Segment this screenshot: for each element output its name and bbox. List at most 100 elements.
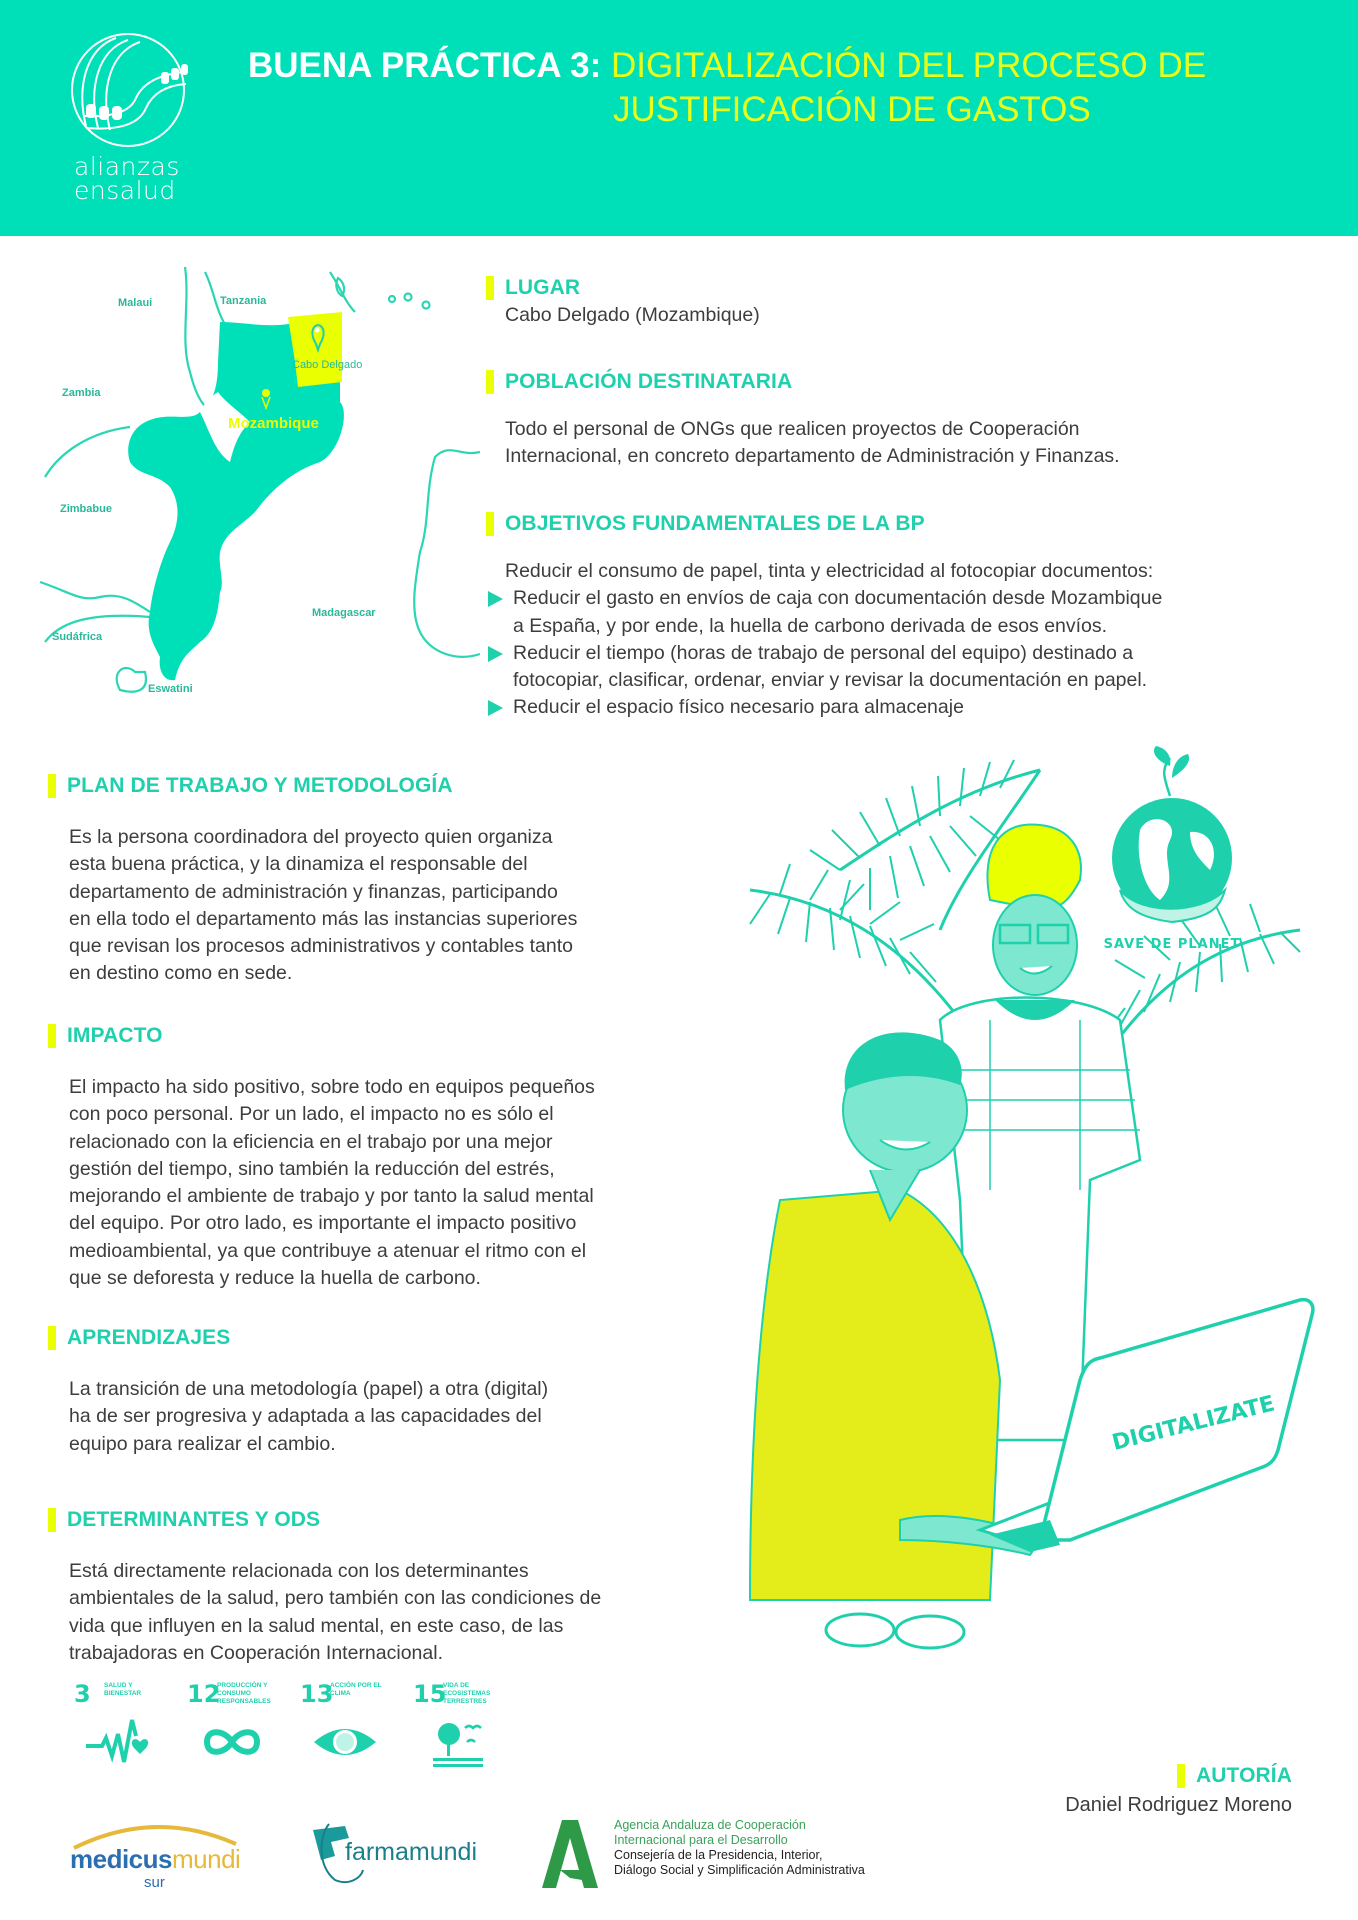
section-title: OBJETIVOS FUNDAMENTALES DE LA BP bbox=[505, 512, 925, 535]
agency-name: Agencia Andaluza de Cooperación Internac… bbox=[614, 1818, 806, 1848]
ods-label: Salud y bienestar bbox=[104, 1682, 142, 1697]
plan-text: Es la persona coordinadora del proyecto … bbox=[48, 824, 577, 988]
list-item: Reducir el espacio físico necesario para… bbox=[486, 694, 1162, 721]
aprendizajes-text: La transición de una metodología (papel)… bbox=[48, 1376, 548, 1458]
text-line: departamento de administración y finanza… bbox=[69, 880, 558, 903]
consejeria-name: Consejería de la Presidencia, Interior, … bbox=[614, 1848, 865, 1878]
text-line: Internacional, en concreto departamento … bbox=[505, 445, 1120, 468]
triangle-bullet-icon bbox=[488, 645, 503, 662]
women-laptop-illustration-icon: SAVE DE PLANET DIG bbox=[748, 746, 1315, 1650]
svg-text:Malaui: Malaui bbox=[118, 297, 152, 309]
section-title: PLAN DE TRABAJO Y METODOLOGÍA bbox=[67, 774, 453, 797]
text-line: trabajadoras en Cooperación Internaciona… bbox=[69, 1641, 443, 1664]
medicusmundi-logo: medicusmundi sur bbox=[70, 1814, 241, 1894]
objetivos-list: Reducir el gasto en envíos de caja con d… bbox=[486, 585, 1162, 721]
text-line: en ella todo el departamento más las ins… bbox=[69, 907, 578, 930]
farmamundi-emblem-icon bbox=[313, 1823, 364, 1884]
logo-wordmark: alianzas ensalud bbox=[74, 152, 180, 203]
svg-text:Sudáfrica: Sudáfrica bbox=[52, 631, 103, 643]
section-title: IMPACTO bbox=[67, 1024, 163, 1047]
ods-number: 3 bbox=[74, 1680, 91, 1708]
ods-3: 3 Salud y bienestar bbox=[66, 1676, 169, 1776]
text-line: La transición de una metodología (papel)… bbox=[69, 1378, 549, 1400]
footer-logos: medicusmundi sur farmamundi Agencia Anda… bbox=[0, 1800, 1358, 1920]
text-line: Diálogo Social y Simplificación Administ… bbox=[614, 1863, 865, 1877]
svg-text:Zambia: Zambia bbox=[62, 387, 101, 399]
farmamundi-wordmark: farmamundi bbox=[345, 1838, 477, 1866]
section-title: POBLACIÓN DESTINATARIA bbox=[505, 370, 793, 393]
medicus-text: medicus bbox=[70, 1844, 173, 1874]
svg-text:Zimbabue: Zimbabue bbox=[60, 503, 112, 515]
objetivos-intro: Reducir el consumo de papel, tinta y ele… bbox=[505, 560, 1154, 582]
logo-line-1: alianzas bbox=[74, 152, 180, 181]
ods-label: Producción y consumo responsables bbox=[217, 1682, 271, 1705]
text-line: relacionado con la eficiencia en el trab… bbox=[69, 1130, 553, 1153]
text-line: con poco personal. Por un lado, el impac… bbox=[69, 1103, 554, 1126]
text-line: Todo el personal de ONGs que realicen pr… bbox=[505, 418, 1080, 440]
svg-text:Madagascar: Madagascar bbox=[312, 607, 376, 619]
svg-text:Eswatini: Eswatini bbox=[148, 683, 193, 695]
text-line: Está directamente relacionada con los de… bbox=[69, 1560, 529, 1582]
section-marker bbox=[48, 774, 56, 798]
ods-12: 12 Producción y consumo responsables bbox=[179, 1676, 282, 1776]
section-title: DETERMINANTES Y ODS bbox=[67, 1508, 321, 1531]
sur-text: sur bbox=[144, 1874, 165, 1891]
ods-label: Vida de ecosistemas terrestres bbox=[443, 1682, 491, 1705]
medicusmundi-wordmark: medicusmundi bbox=[70, 1844, 241, 1875]
triangle-bullet-icon bbox=[488, 591, 503, 608]
header-banner: alianzas ensalud BUENA PRÁCTICA 3: DIGIT… bbox=[0, 0, 1358, 236]
junta-andalucia-logo: Agencia Andaluza de Cooperación Internac… bbox=[540, 1814, 880, 1894]
mozambique-map: Malaui Tanzania Zambia Zimbabue Sudáfric… bbox=[39, 262, 481, 702]
section-objetivos: OBJETIVOS FUNDAMENTALES DE LA BP Reducir… bbox=[486, 510, 1162, 722]
infinity-icon bbox=[203, 1729, 261, 1755]
ods-number: 15 bbox=[413, 1680, 447, 1708]
text-line: que revisan los procesos administrativos… bbox=[69, 935, 574, 958]
ods-13: 13 Acción por el clima bbox=[292, 1676, 395, 1776]
text-line: El impacto ha sido positivo, sobre todo … bbox=[69, 1076, 595, 1098]
section-marker bbox=[48, 1326, 56, 1350]
ods-label: Acción por el clima bbox=[330, 1682, 382, 1697]
section-poblacion: POBLACIÓN DESTINATARIA Todo el personal … bbox=[486, 368, 1120, 471]
section-marker bbox=[48, 1024, 56, 1048]
section-marker bbox=[486, 370, 494, 394]
lugar-text: Cabo Delgado (Mozambique) bbox=[505, 304, 760, 326]
title-line-1: DIGITALIZACIÓN DEL PROCESO DE bbox=[610, 46, 1207, 85]
text-line: Reducir el gasto en envíos de caja con d… bbox=[513, 587, 1163, 610]
svg-text:Tanzania: Tanzania bbox=[220, 295, 267, 307]
section-plan: PLAN DE TRABAJO Y METODOLOGÍA Es la pers… bbox=[48, 772, 577, 988]
author-name: Daniel Rodriguez Moreno bbox=[1065, 1794, 1292, 1816]
text-line: Consejería de la Presidencia, Interior, bbox=[614, 1848, 823, 1862]
map-icon: Malaui Tanzania Zambia Zimbabue Sudáfric… bbox=[39, 266, 481, 695]
section-marker bbox=[486, 512, 494, 536]
text-line: que se deforesta y reduce la huella de c… bbox=[69, 1267, 481, 1290]
section-marker bbox=[48, 1508, 56, 1532]
text-line: esta buena práctica, y la dinamiza el re… bbox=[69, 853, 528, 876]
text-line: Agencia Andaluza de Cooperación bbox=[614, 1818, 806, 1832]
text-line: fotocopiar, clasificar, ordenar, enviar … bbox=[513, 669, 1148, 692]
poblacion-text: Todo el personal de ONGs que realicen pr… bbox=[486, 416, 1120, 471]
section-title: APRENDIZAJES bbox=[67, 1326, 231, 1349]
text-line: Reducir el espacio físico necesario para… bbox=[513, 696, 964, 719]
farmamundi-logo: farmamundi bbox=[305, 1816, 485, 1886]
ods-icons: 3 Salud y bienestar 12 Producción y cons… bbox=[66, 1676, 508, 1776]
text-line: Internacional para el Desarrollo bbox=[614, 1833, 788, 1847]
determinantes-text: Está directamente relacionada con los de… bbox=[48, 1558, 601, 1667]
section-lugar: LUGAR Cabo Delgado (Mozambique) bbox=[486, 274, 760, 329]
section-aprendizajes: APRENDIZAJES La transición de una metodo… bbox=[48, 1324, 548, 1458]
section-autoria: AUTORÍA Daniel Rodriguez Moreno bbox=[1065, 1762, 1292, 1817]
illustration: SAVE DE PLANET DIG bbox=[740, 740, 1320, 1700]
planet-caption: SAVE DE PLANET bbox=[1104, 937, 1241, 952]
page-title: BUENA PRÁCTICA 3: DIGITALIZACIÓN DEL PRO… bbox=[248, 44, 1207, 129]
list-item: Reducir el tiempo (horas de trabajo de p… bbox=[486, 640, 1162, 695]
text-line: equipo para realizar el cambio. bbox=[69, 1432, 336, 1455]
section-marker bbox=[486, 276, 494, 300]
text-line: vida que influyen en la salud mental, en… bbox=[69, 1614, 564, 1637]
ods-number: 13 bbox=[300, 1680, 334, 1708]
ods-15: 15 Vida de ecosistemas terrestres bbox=[405, 1676, 508, 1776]
text-line: en destino como en sede. bbox=[69, 962, 293, 985]
impacto-text: El impacto ha sido positivo, sobre todo … bbox=[48, 1074, 595, 1292]
text-line: Reducir el tiempo (horas de trabajo de p… bbox=[513, 641, 1134, 664]
section-marker bbox=[1177, 1764, 1186, 1788]
text-line: ha de ser progresiva y adaptada a las ca… bbox=[69, 1405, 542, 1428]
section-determinantes: DETERMINANTES Y ODS Está directamente re… bbox=[48, 1506, 601, 1667]
